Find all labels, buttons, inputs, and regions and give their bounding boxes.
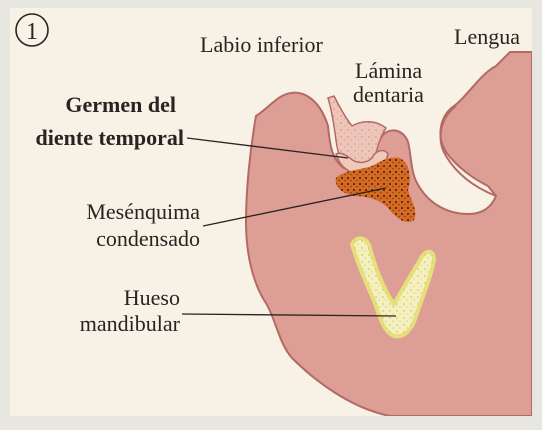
label-hueso-1: Hueso xyxy=(124,285,180,310)
label-germen-1: Germen del xyxy=(65,92,176,117)
figure-number: 1 xyxy=(26,19,38,45)
label-labio-inferior: Labio inferior xyxy=(200,32,323,57)
tooth-development-diagram: 1 Labio inferior Lengua Lámina dentaria … xyxy=(10,8,532,416)
label-hueso-2: mandibular xyxy=(80,311,181,336)
label-mesenquima-2: condensado xyxy=(96,226,200,251)
label-mesenquima-1: Mesénquima xyxy=(86,199,200,224)
label-lengua: Lengua xyxy=(454,24,520,49)
label-lamina-1: Lámina xyxy=(355,58,422,83)
figure-panel: 1 Labio inferior Lengua Lámina dentaria … xyxy=(10,8,532,416)
label-germen-2: diente temporal xyxy=(36,125,184,150)
label-lamina-2: dentaria xyxy=(353,82,424,107)
